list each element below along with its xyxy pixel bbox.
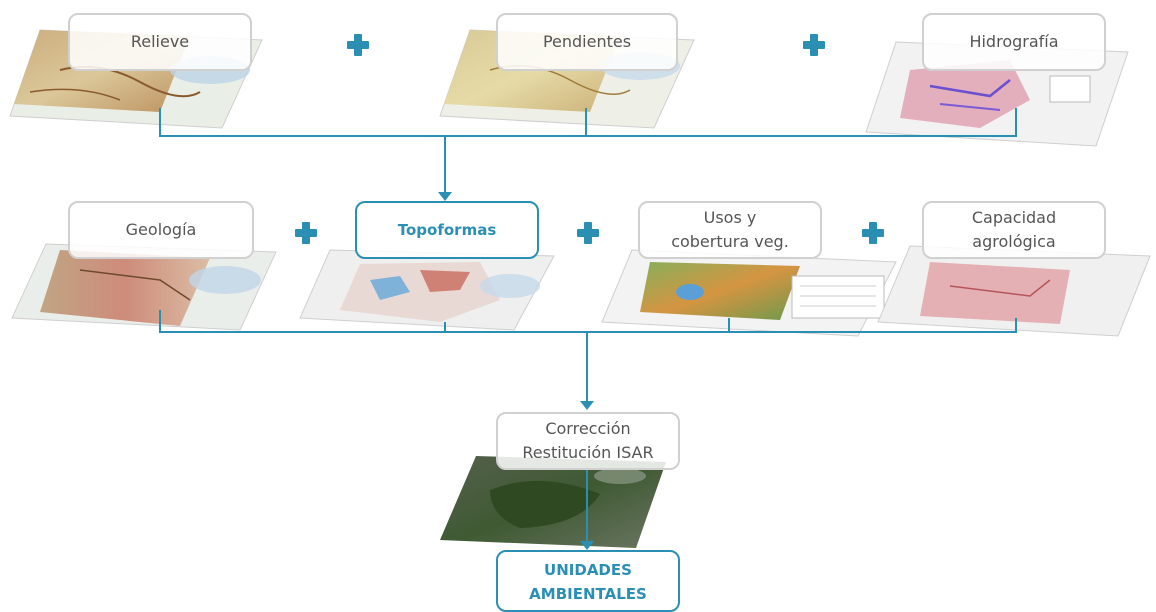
correccion-text-line2: Restitución ISAR bbox=[522, 443, 654, 462]
topoformas-label: Topoformas bbox=[355, 201, 539, 259]
plus-icon bbox=[347, 34, 369, 56]
hidrografia-label: Hidrografía bbox=[922, 13, 1106, 71]
plus-icon bbox=[862, 222, 884, 244]
arrow-down-icon bbox=[438, 192, 452, 201]
arrow-down-icon bbox=[580, 401, 594, 410]
hidrografia-text: Hidrografía bbox=[969, 32, 1059, 51]
pendientes-label: Pendientes bbox=[496, 13, 678, 71]
topoformas-text: Topoformas bbox=[397, 221, 497, 239]
capacidad-text-line1: Capacidad bbox=[971, 208, 1057, 227]
geologia-text: Geología bbox=[125, 220, 197, 239]
capacidad-label: Capacidad agrológica bbox=[922, 201, 1106, 259]
correccion-label: Corrección Restitución ISAR bbox=[496, 412, 680, 470]
relieve-label: Relieve bbox=[68, 13, 252, 71]
capacidad-text-line2: agrológica bbox=[972, 232, 1056, 251]
geologia-label: Geología bbox=[68, 201, 254, 259]
result-text-line2: AMBIENTALES bbox=[529, 585, 647, 603]
result-text-line1: UNIDADES bbox=[544, 561, 632, 579]
plus-icon bbox=[803, 34, 825, 56]
pendientes-text: Pendientes bbox=[542, 32, 632, 51]
correccion-text-line1: Corrección bbox=[545, 419, 631, 438]
arrow-down-icon bbox=[580, 541, 594, 550]
plus-icon bbox=[577, 222, 599, 244]
usos-label: Usos y cobertura veg. bbox=[638, 201, 822, 259]
usos-text-line2: cobertura veg. bbox=[671, 232, 789, 251]
relieve-text: Relieve bbox=[130, 32, 190, 51]
usos-text-line1: Usos y bbox=[703, 208, 757, 227]
unidades-ambientales-label: UNIDADES AMBIENTALES bbox=[496, 550, 680, 612]
plus-icon bbox=[295, 222, 317, 244]
